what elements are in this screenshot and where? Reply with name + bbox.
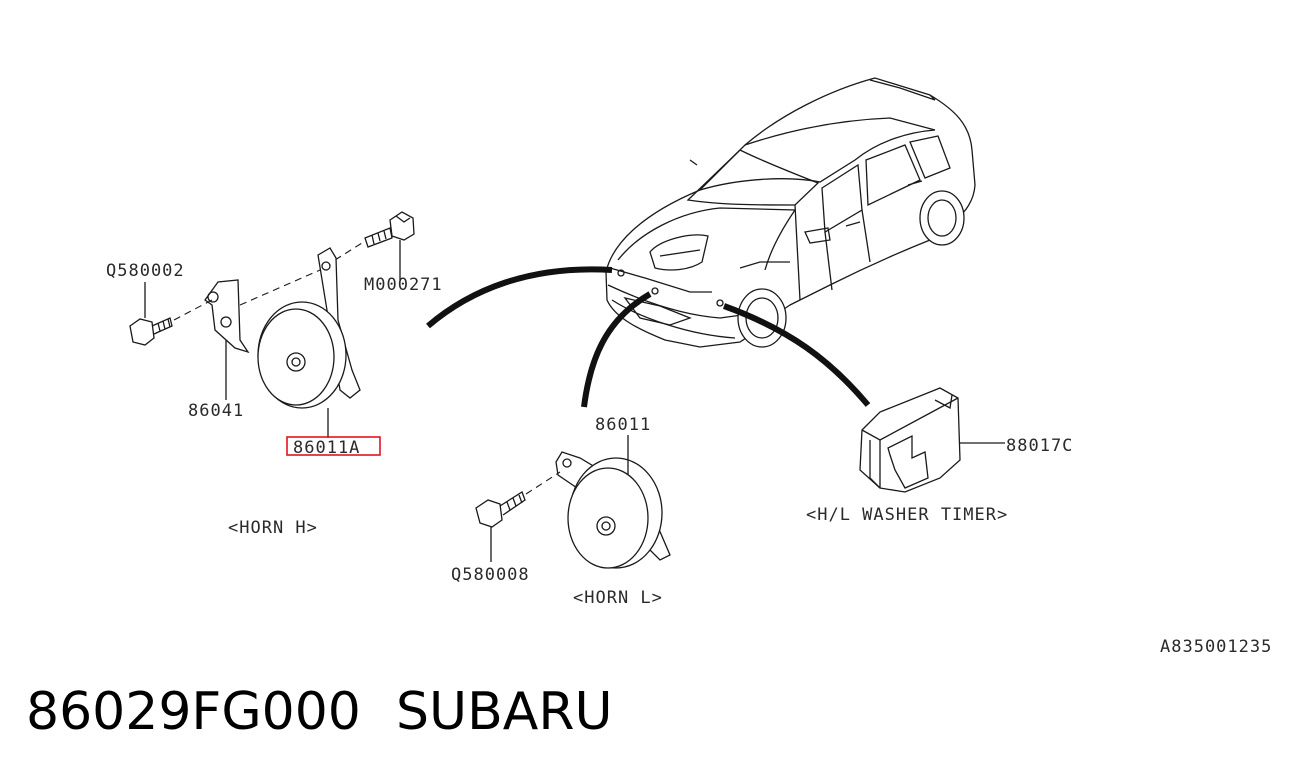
label-88017c[interactable]: 88017C <box>1006 436 1073 456</box>
footer-brand: SUBARU <box>396 682 613 742</box>
horn-h-86011a <box>257 247 361 409</box>
horn-h-assembly <box>129 211 415 438</box>
leader-curve-washer-timer <box>722 303 871 407</box>
bolt-q580002 <box>129 317 173 346</box>
bracket-86041 <box>204 279 250 354</box>
label-q580002[interactable]: Q580002 <box>106 261 185 281</box>
reference-code: A835001235 <box>1160 637 1272 657</box>
label-86041[interactable]: 86041 <box>188 401 244 421</box>
label-q580008[interactable]: Q580008 <box>451 565 530 585</box>
bolt-q580008 <box>475 491 526 528</box>
washer-timer-88017c <box>859 387 1005 493</box>
footer-part-number: 86029FG000 <box>26 682 361 742</box>
label-m000271[interactable]: M000271 <box>364 275 443 295</box>
caption-horn-l: <HORN L> <box>573 588 663 608</box>
bolt-m000271 <box>364 211 415 248</box>
car-illustration <box>605 77 976 348</box>
horn-l-86011 <box>567 457 663 569</box>
leader-curve-horn-h <box>426 266 613 329</box>
leader-curve-horn-l <box>581 291 652 408</box>
horn-l-assembly <box>475 435 671 569</box>
label-86011[interactable]: 86011 <box>595 415 651 435</box>
caption-washer-timer: <H/L WASHER TIMER> <box>806 505 1008 525</box>
caption-horn-h: <HORN H> <box>228 518 318 538</box>
label-86011a[interactable]: 86011A <box>293 438 360 458</box>
highlight-box-86011a <box>286 436 381 456</box>
